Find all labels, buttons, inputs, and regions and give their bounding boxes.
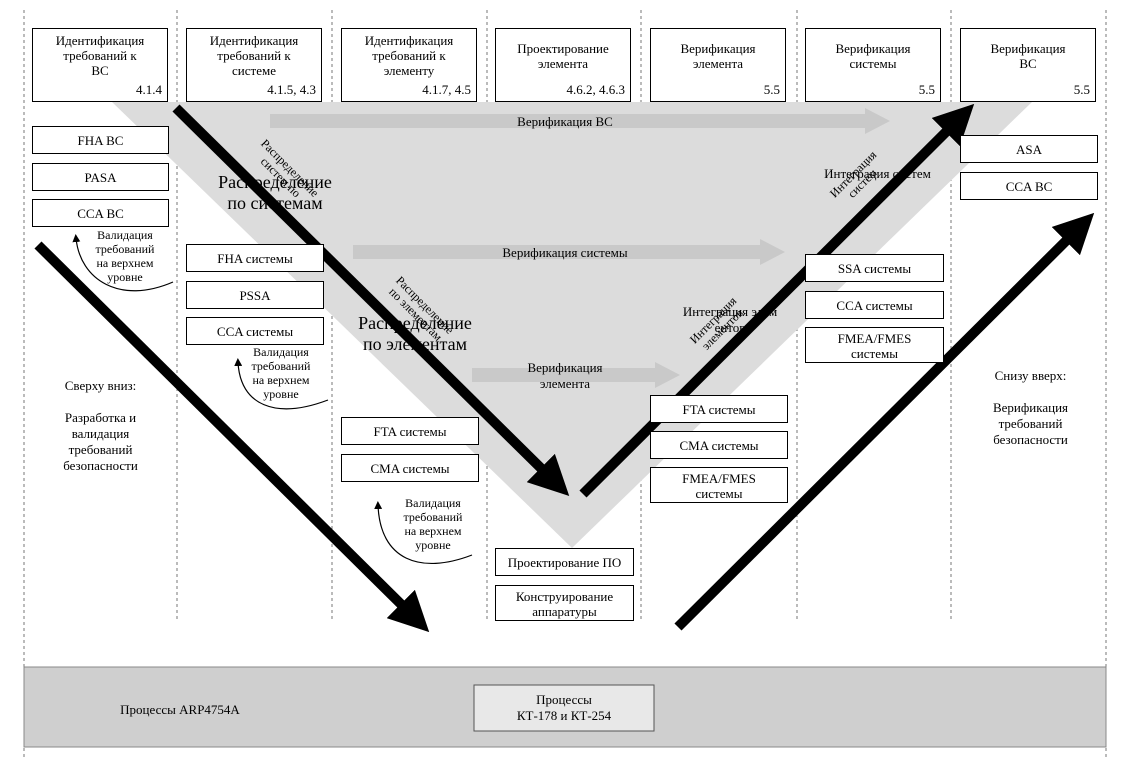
header-system-verification: Верификация системы 5.5 [805,28,941,102]
header-ref: 5.5 [763,82,780,97]
asa-box: ASA [960,135,1098,163]
validation-label-2: Валидация требований на верхнем уровне [251,345,311,401]
pasa-box: PASA [32,163,169,191]
fta-system-left-box: FTA системы [341,417,479,445]
cca-bc-box: CCA ВС [32,199,169,227]
fha-bc-box: FHA ВС [32,126,169,154]
cma-system-left-box: CMA системы [341,454,479,482]
fmea-fmes-element-box: FMEA/FMES системы [650,467,788,503]
arp-processes-label: Процессы ARP4754A [120,702,240,717]
header-title: Верификация системы [835,41,911,71]
verification-system-label: Верификация системы [502,245,628,260]
allocation-systems-label: Распределение по системам [218,172,332,213]
header-system-requirements: Идентификация требований к системе 4.1.5… [186,28,322,102]
header-title: Идентификация требований к ВС [55,33,145,78]
header-ref: 4.1.7, 4.5 [422,82,471,97]
kt-processes-box [473,684,655,732]
v-triangle [112,102,1032,548]
fta-system-right-box: FTA системы [650,395,788,423]
header-ref: 4.1.5, 4.3 [267,82,316,97]
header-aircraft-requirements: Идентификация требований к ВС 4.1.4 [32,28,168,102]
header-title: Проектирование элемента [517,41,609,71]
pssa-box: PSSA [186,281,324,309]
cca-system-right-box: CCA системы [805,291,944,319]
fmea-fmes-system-box: FMEA/FMES системы [805,327,944,363]
header-element-design: Проектирование элемента 4.6.2, 4.6.3 [495,28,631,102]
header-title: Верификация элемента [680,41,756,71]
top-down-label: Сверху вниз: Разработка и валидация треб… [63,378,138,473]
kt-processes-label: Процессы КТ-178 и КТ-254 [516,692,612,723]
cca-bc-right-box: CCA ВС [960,172,1098,200]
verification-aircraft-label: Верификация ВС [517,114,613,129]
allocation-elements-label: Распределение по элементам [358,313,472,354]
integration-elements-label: Интеграция элем ентов [682,304,778,335]
integration-systems-label: Интеграция систем [824,166,931,181]
header-ref: 4.6.2, 4.6.3 [566,82,626,97]
verification-element-label: Верификация элемента [527,360,603,391]
header-element-requirements: Идентификация требований к элементу 4.1.… [341,28,477,102]
header-ref: 5.5 [918,82,935,97]
header-title: Идентификация требований к системе [209,33,299,78]
header-aircraft-verification: Верификация ВС 5.5 [960,28,1096,102]
header-element-verification: Верификация элемента 5.5 [650,28,786,102]
hardware-design-box: Конструирование аппаратуры [495,585,634,621]
bottom-up-label: Снизу вверх: Верификация требований безо… [992,368,1069,447]
black-arrow-icon [34,103,1095,633]
validation-label-1: Валидация требований на верхнем уровне [95,228,155,284]
cca-system-box: CCA системы [186,317,324,345]
software-design-box: Проектирование ПО [495,548,634,576]
gray-arrow-icon [270,108,890,388]
header-ref: 5.5 [1073,82,1090,97]
fha-system-box: FHA системы [186,244,324,272]
header-ref: 4.1.4 [136,82,162,97]
column-dividers [23,10,1107,760]
header-title: Верификация ВС [990,41,1066,71]
validation-label-3: Валидация требований на верхнем уровне [403,496,463,552]
header-title: Идентификация требований к элементу [364,33,454,78]
curved-arrow-icon [72,234,473,564]
ssa-system-box: SSA системы [805,254,944,282]
cma-system-right-box: CMA системы [650,431,788,459]
